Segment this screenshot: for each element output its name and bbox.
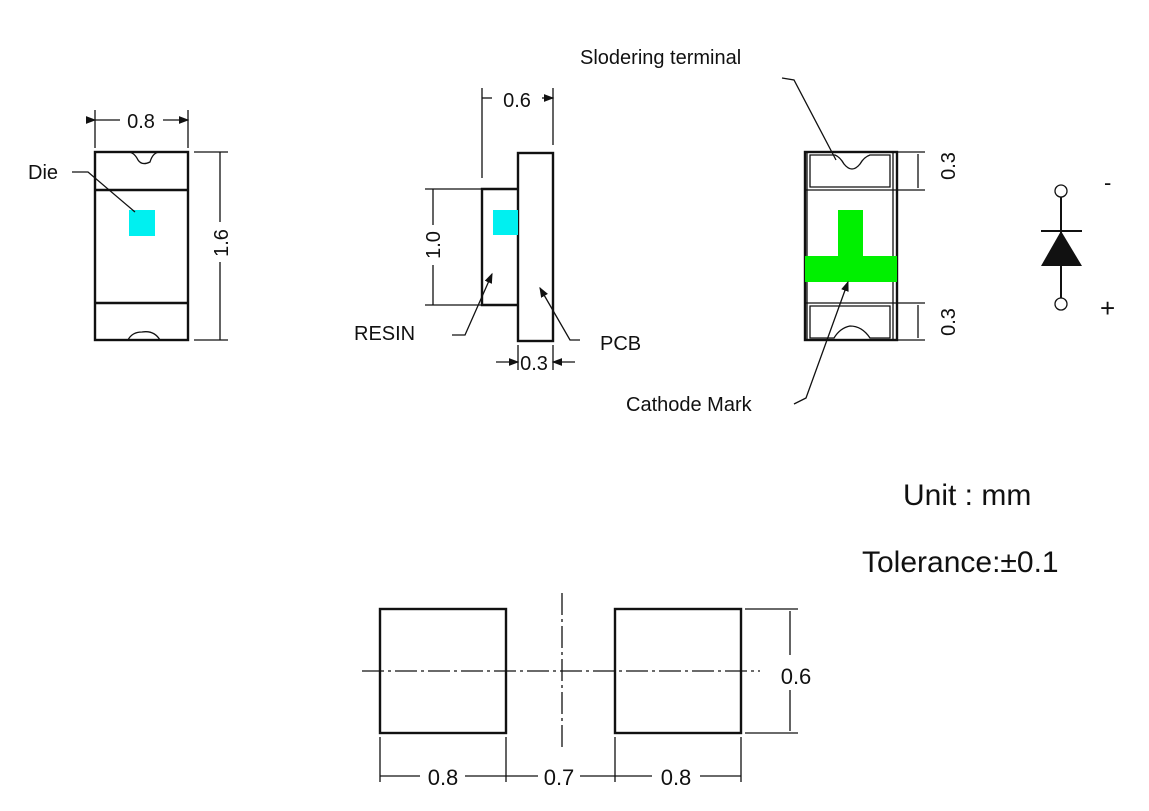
side-die xyxy=(493,210,518,235)
pad-gap-dim: 0.7 xyxy=(544,765,575,790)
cathode-mark-stem xyxy=(838,210,863,258)
front-height-dim: 1.6 xyxy=(211,229,233,257)
side-pcb-thickness-dim: 0.3 xyxy=(520,353,548,375)
top-terminal-dim: 0.3 xyxy=(938,152,960,180)
side-width-dim: 0.6 xyxy=(503,90,531,112)
cathode-mark-label: Cathode Mark xyxy=(626,394,753,416)
resin-leader-line xyxy=(452,272,493,336)
front-bottom-terminal xyxy=(94,302,189,341)
diode-triangle-icon xyxy=(1041,231,1082,266)
soldering-terminal-label: Slodering terminal xyxy=(580,47,741,69)
unit-note: Unit : mm xyxy=(903,479,1031,512)
side-pcb xyxy=(516,151,555,343)
front-width-dim: 0.8 xyxy=(127,111,155,133)
top-soldering-terminal xyxy=(809,154,891,188)
front-top-terminal xyxy=(94,151,189,191)
cathode-terminal-icon xyxy=(1054,184,1068,198)
die-label: Die xyxy=(28,162,58,184)
side-view: 0.6 1.0 0.3 RESIN PCB xyxy=(354,88,641,375)
pcb-label: PCB xyxy=(600,333,641,355)
front-body-outline xyxy=(93,150,190,342)
side-resin xyxy=(480,187,518,307)
pad-height-dim: 0.6 xyxy=(781,664,812,689)
resin-label: RESIN xyxy=(354,323,415,345)
bottom-terminal-dim: 0.3 xyxy=(938,308,960,336)
right-pad-width-dim: 0.8 xyxy=(661,765,692,790)
minus-label: - xyxy=(1104,170,1111,195)
side-resin-height-dim: 1.0 xyxy=(423,231,445,259)
terminal-leader-line xyxy=(781,77,837,161)
front-view: Die 0.8 1.6 xyxy=(28,110,233,342)
cathode-mark-bar xyxy=(805,256,897,282)
bottom-body-outline xyxy=(803,150,899,342)
pcb-leader-line xyxy=(539,286,580,341)
tolerance-note: Tolerance:±0.1 xyxy=(862,546,1059,579)
left-pad-width-dim: 0.8 xyxy=(428,765,459,790)
anode-terminal-icon xyxy=(1054,297,1068,311)
diode-symbol: - + xyxy=(1041,170,1115,323)
recommended-footprint: 0.8 0.7 0.8 0.6 xyxy=(362,593,811,790)
plus-label: + xyxy=(1100,293,1115,323)
bottom-view: 0.3 0.3 Slodering terminal Cathode Mark xyxy=(580,47,960,416)
bottom-soldering-terminal xyxy=(809,305,891,339)
front-die xyxy=(129,210,155,236)
die-leader-line xyxy=(72,171,136,213)
cathode-leader-line xyxy=(793,280,849,405)
